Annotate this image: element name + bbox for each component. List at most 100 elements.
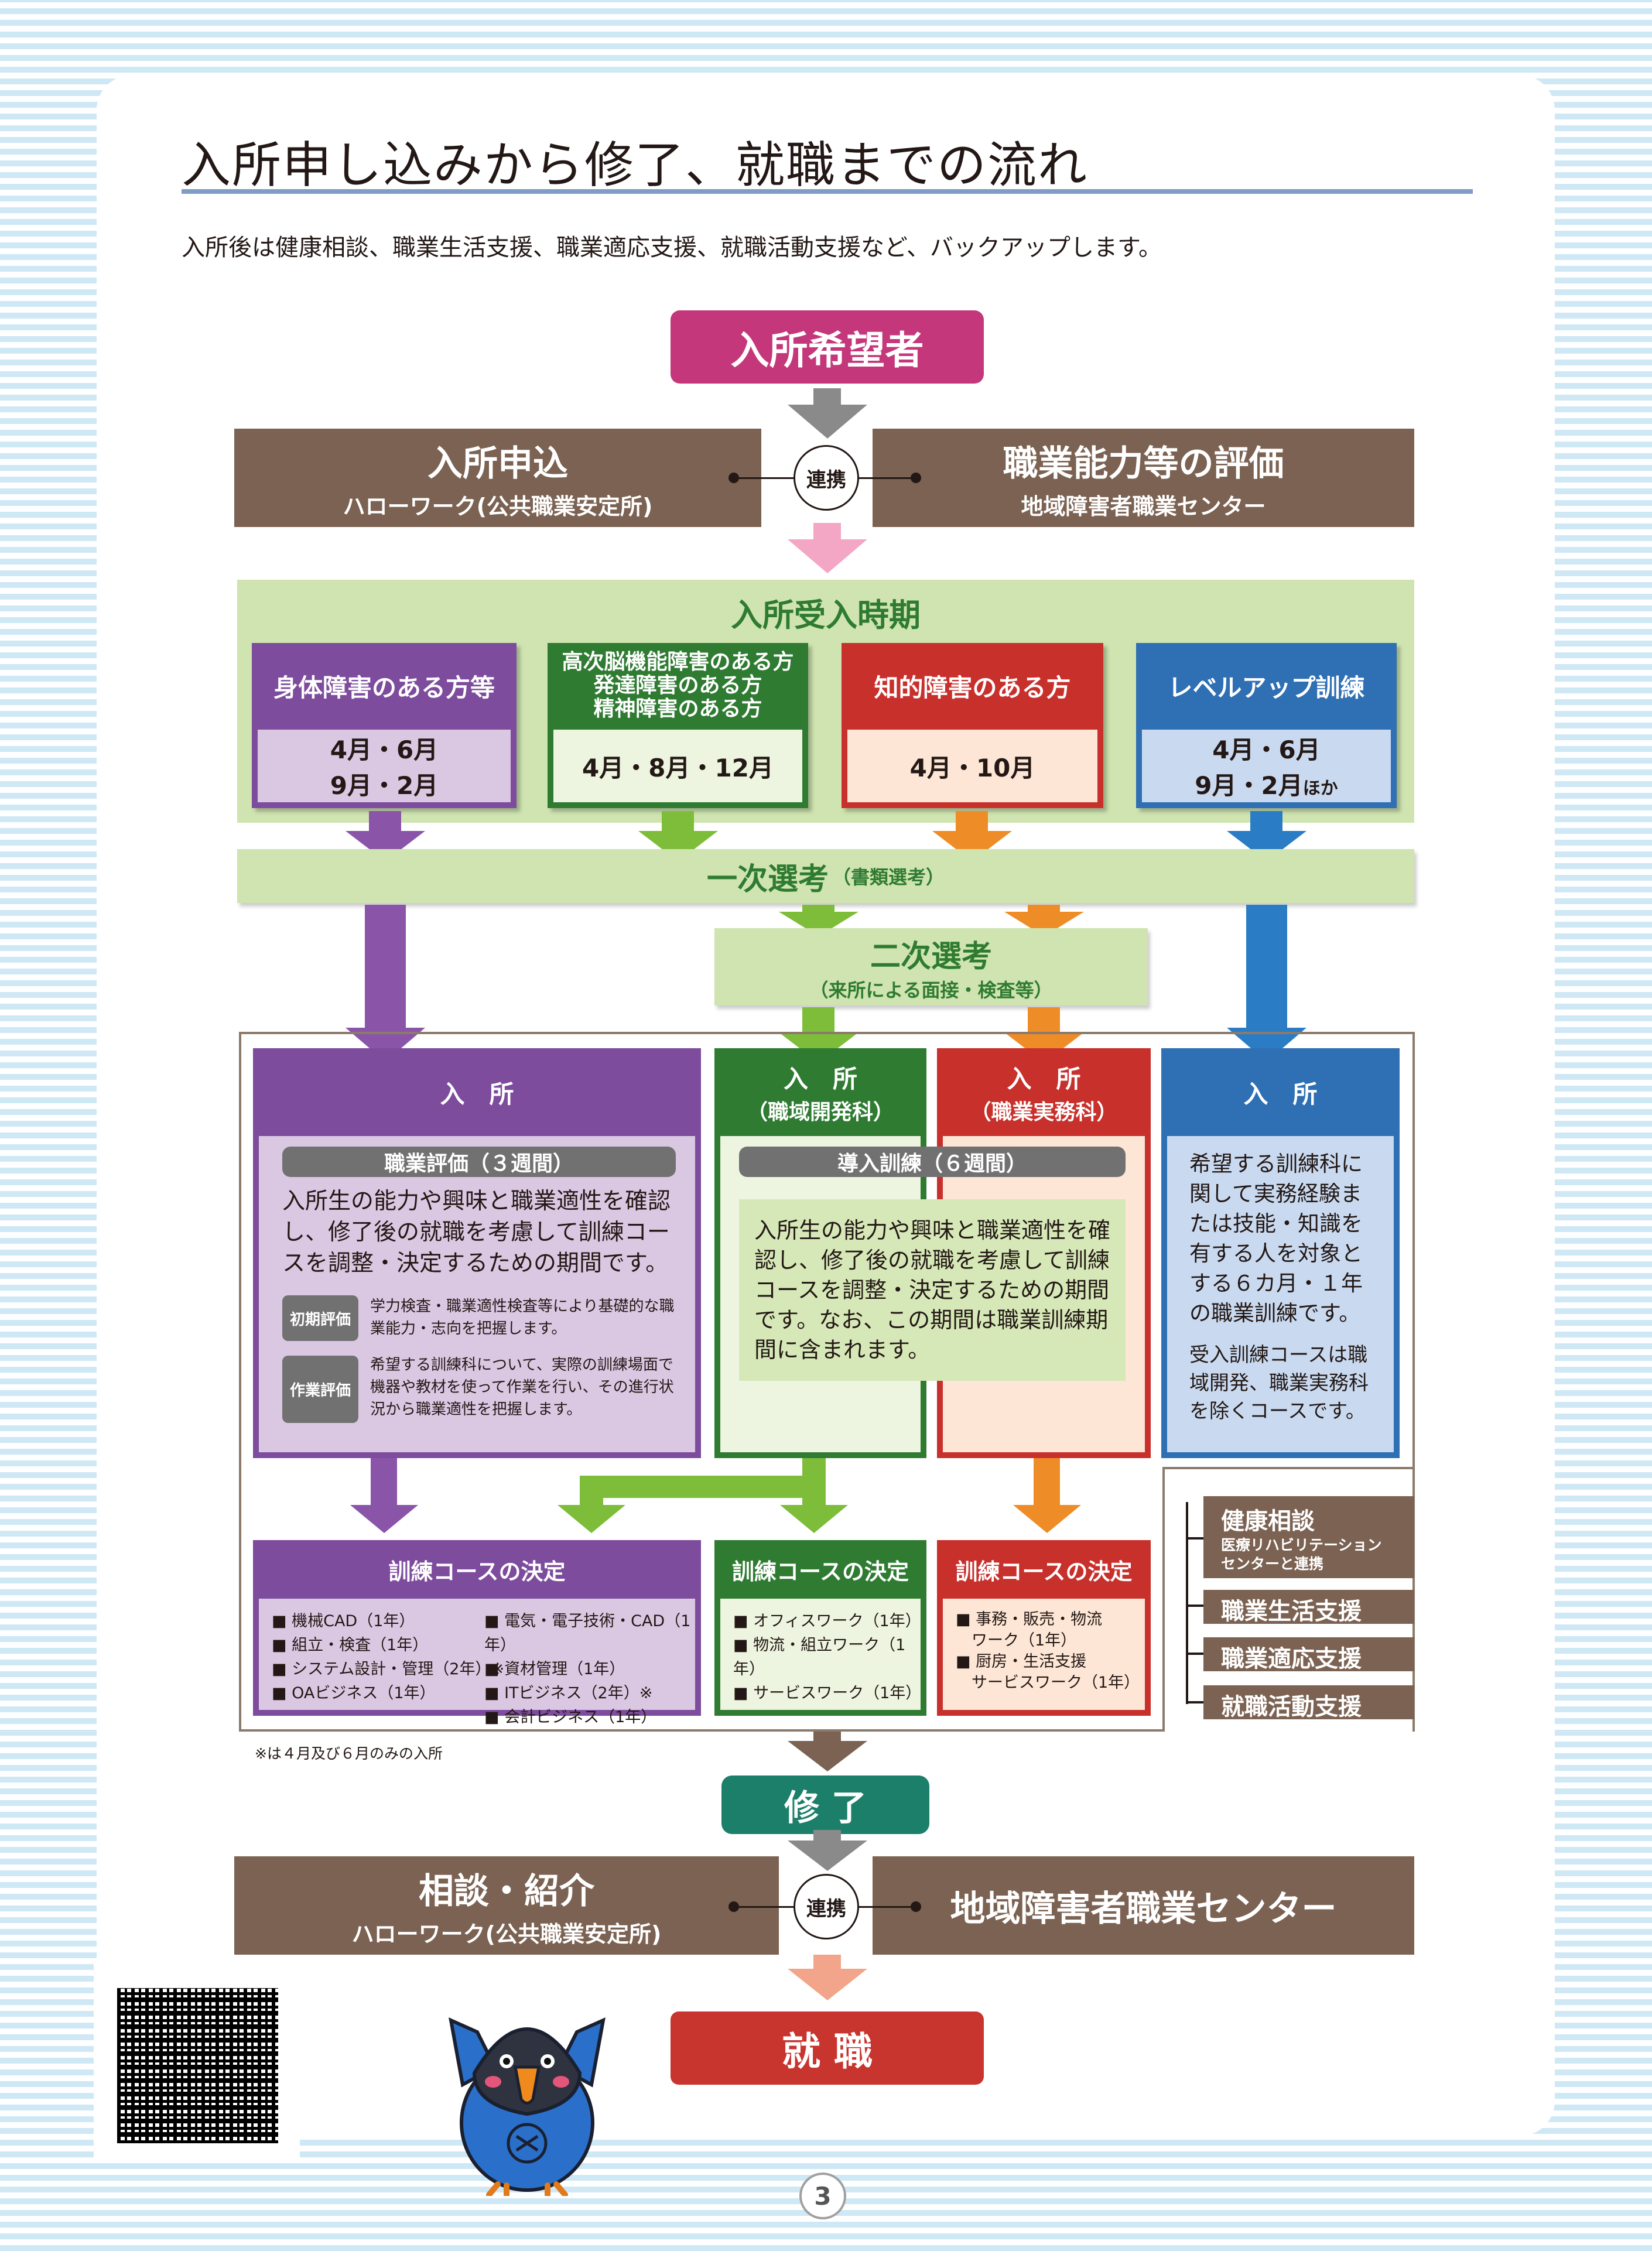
support-connector — [1186, 1502, 1188, 1704]
course-item: ■ 機械CAD（1年） — [272, 1612, 415, 1630]
arrow-down-icon — [788, 1732, 867, 1773]
evaluation-title: 職業能力等の評価 — [1003, 443, 1284, 484]
course-purple-body: ■ 機械CAD（1年） ■ 組立・検査（1年） ■ システム設計・管理（2年）※… — [259, 1599, 695, 1726]
support-tick — [1186, 1701, 1215, 1703]
course-list-right: ■ 電気・電子技術・CAD（1年） ■ 資材管理（1年） ■ ITビジネス（2年… — [484, 1609, 695, 1729]
evaluation-box: 職業能力等の評価 地域障害者職業センター — [873, 429, 1414, 527]
admission-blue-body: 希望する訓練科に関して実務経験または技能・知識を有する人を対象とする６カ月・１年… — [1167, 1136, 1394, 1452]
screening-1-title: 一次選考 — [706, 861, 829, 897]
arrow-down-icon — [788, 388, 867, 439]
admission-green-title: 入 所 — [783, 1064, 857, 1093]
months-suffix: ほか — [1302, 778, 1338, 799]
footnote: ※は４月及び６月のみの入所 — [255, 1745, 443, 1762]
arrow-down-icon — [788, 523, 867, 573]
blue-text-2: 受入訓練コースは職域開発、職業実務科を除くコースです。 — [1189, 1343, 1369, 1423]
initial-eval-text: 学力検査・職業適性検査等により基礎的な職業能力・志向を把握します。 — [370, 1298, 675, 1337]
qr-code[interactable] — [117, 1988, 278, 2143]
induction-pill: 導入訓練（６週間） — [739, 1147, 1126, 1177]
course-item: ワーク（1年） — [956, 1631, 1077, 1650]
induction-text-box: 入所生の能力や興味と職業適性を確認し、修了後の就職を考慮して訓練コースを調整・決… — [739, 1199, 1126, 1381]
course-purple-title: 訓練コースの決定 — [388, 1558, 566, 1585]
admission-red-header: 入 所 （職業実務科） — [937, 1048, 1151, 1136]
admission-green-sub: （職域開発科） — [746, 1100, 894, 1124]
course-red-title: 訓練コースの決定 — [955, 1558, 1133, 1585]
course-item: ■ 事務・販売・物流 — [956, 1610, 1103, 1629]
course-item: サービスワーク（1年） — [956, 1674, 1140, 1692]
admission-blue: 入 所 希望する訓練科に関して実務経験または技能・知識を有する人を対象とする６カ… — [1161, 1048, 1400, 1458]
course-item: ■ ITビジネス（2年）※ — [484, 1684, 653, 1702]
months-line-1: 4月・6月 — [330, 735, 439, 764]
admission-red-title: 入 所 — [1007, 1064, 1081, 1093]
evaluation-sub: 地域障害者職業センター — [1021, 494, 1266, 519]
period-months: 4月・10月 — [847, 730, 1097, 802]
completion-box: 修 了 — [721, 1776, 929, 1834]
blue-text-1: 希望する訓練科に関して実務経験または技能・知識を有する人を対象とする６カ月・１年… — [1189, 1151, 1363, 1326]
arrow-down-icon — [1007, 1458, 1086, 1534]
frame-bottom — [239, 1729, 1165, 1732]
period-label: 知的障害のある方 — [874, 673, 1071, 702]
link-dot — [728, 1901, 739, 1912]
course-item: ■ オフィスワーク（1年） — [733, 1612, 921, 1630]
eval-description: 入所生の能力や興味と職業適性を確認し、修了後の就職を考慮して訓練コースを調整・決… — [282, 1188, 671, 1277]
period-card-physical: 身体障害のある方等 4月・6月 9月・2月 — [252, 643, 517, 808]
admission-purple-body: 職業評価（３週間） 入所生の能力や興味と職業適性を確認し、修了後の就職を考慮して… — [259, 1136, 695, 1452]
screening-2-box: 二次選考 （来所による面接・検査等） — [714, 928, 1148, 1005]
course-green: 訓練コースの決定 ■ オフィスワーク（1年） ■ 物流・組立ワーク（1年） ■ … — [714, 1540, 926, 1716]
screening-2-sub: （来所による面接・検査等） — [809, 979, 1053, 1001]
period-months: 4月・6月 9月・2月ほか — [1142, 730, 1391, 802]
admission-red-sub: （職業実務科） — [970, 1100, 1118, 1124]
arrow-green-branch — [545, 1458, 848, 1534]
course-green-body: ■ オフィスワーク（1年） ■ 物流・組立ワーク（1年） ■ サービスワーク（1… — [720, 1599, 921, 1710]
admission-frame — [239, 1032, 1415, 1732]
link-dot — [911, 473, 921, 483]
screening-1-band: 一次選考 （書類選考） — [237, 849, 1414, 903]
application-title: 入所申込 — [427, 443, 568, 484]
period-label: 身体障害のある方等 — [273, 673, 495, 702]
period-card-brain: 高次脳機能障害のある方 発達障害のある方 精神障害のある方 4月・8月・12月 — [548, 643, 808, 808]
frame-notch — [1162, 1467, 1415, 1469]
support-health-sub-1: 医療リハビリテーション — [1221, 1537, 1382, 1554]
screening-1-sub: （書類選考） — [832, 866, 945, 888]
support-health: 健康相談 医療リハビリテーション センターと連携 — [1203, 1496, 1414, 1578]
label-line-1: 高次脳機能障害のある方 — [562, 650, 794, 674]
support-tick — [1186, 1537, 1215, 1540]
support-health-title: 健康相談 — [1221, 1508, 1315, 1535]
period-card-levelup: レベルアップ訓練 4月・6月 9月・2月ほか — [1136, 643, 1397, 808]
course-item: ■ 厨房・生活支援 — [956, 1653, 1087, 1671]
support-life: 職業生活支援 — [1203, 1590, 1414, 1625]
course-purple: 訓練コースの決定 ■ 機械CAD（1年） ■ 組立・検査（1年） ■ システム設… — [253, 1540, 701, 1726]
label-line-2: 発達障害のある方 — [593, 673, 762, 697]
course-item: ■ サービスワーク（1年） — [733, 1684, 922, 1702]
employment-box: 就 職 — [671, 2011, 984, 2085]
support-adapt: 職業適応支援 — [1203, 1637, 1414, 1672]
link-dot — [728, 473, 739, 483]
course-red-body: ■ 事務・販売・物流 ワーク（1年） ■ 厨房・生活支援 サービスワーク（1年） — [943, 1599, 1145, 1710]
screening-2-title: 二次選考 — [870, 939, 992, 974]
course-item: ■ システム設計・管理（2年）※ — [272, 1660, 505, 1678]
period-card-intellectual: 知的障害のある方 4月・10月 — [842, 643, 1103, 808]
frame-notch — [1162, 1467, 1165, 1732]
application-box: 入所申込 ハローワーク(公共職業安定所) — [234, 429, 761, 527]
period-months: 4月・8月・12月 — [553, 730, 802, 802]
months-line-1: 4月・6月 — [1212, 735, 1321, 764]
label-line-3: 精神障害のある方 — [593, 697, 762, 721]
support-health-sub-2: センターと連携 — [1221, 1555, 1324, 1572]
consult-box: 相談・紹介 ハローワーク(公共職業安定所) — [234, 1856, 779, 1955]
consult-sub: ハローワーク(公共職業安定所) — [351, 1921, 662, 1947]
period-label: レベルアップ訓練 — [1168, 673, 1365, 702]
arrow-down-icon — [344, 1458, 423, 1534]
renkei-badge: 連携 — [793, 1874, 859, 1939]
center-box: 地域障害者職業センター — [873, 1856, 1414, 1955]
course-list: ■ 事務・販売・物流 ワーク（1年） ■ 厨房・生活支援 サービスワーク（1年） — [956, 1609, 1140, 1694]
months-line-2: 9月・2月 — [330, 771, 439, 800]
support-jobhunt: 就職活動支援 — [1203, 1685, 1414, 1720]
intro-text: 入所後は健康相談、職業生活支援、職業適応支援、就職活動支援など、バックアップしま… — [182, 234, 1162, 261]
admission-green-header: 入 所 （職域開発科） — [714, 1048, 926, 1136]
months-line-2: 9月・2月 — [1195, 771, 1303, 800]
course-item: ■ 電気・電子技術・CAD（1年） — [484, 1612, 691, 1654]
course-item: ■ OAビジネス（1年） — [272, 1684, 436, 1702]
consult-title: 相談・紹介 — [419, 1871, 594, 1912]
course-green-title: 訓練コースの決定 — [731, 1558, 909, 1585]
eval-period-pill: 職業評価（３週間） — [282, 1147, 676, 1177]
admission-period-title: 入所受入時期 — [731, 596, 921, 634]
